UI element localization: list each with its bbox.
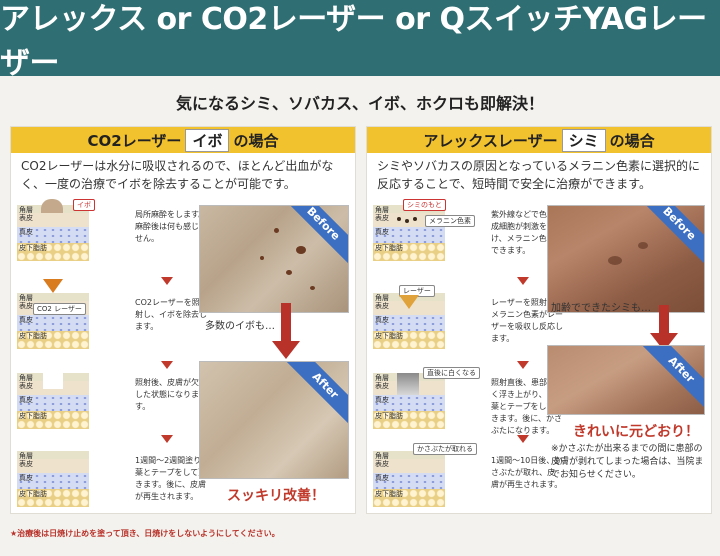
step-1: 角層 表皮 真皮 皮下脂肪 イボ 局所麻酔をします。麻酔後は何も感じません。 bbox=[17, 199, 207, 269]
laser-beam-icon bbox=[43, 279, 63, 293]
step-2: 角層 表皮 真皮 皮下脂肪 レーザー レーザーを照射時、メラニン色素がレーザーを… bbox=[373, 285, 563, 357]
layer-subcutaneous: 皮下脂肪 bbox=[17, 331, 89, 349]
layer-subcutaneous: 皮下脂肪 bbox=[17, 489, 89, 507]
down-arrow-icon bbox=[517, 435, 529, 443]
down-arrow-icon bbox=[161, 277, 173, 285]
alex-laser-panel: アレックスレーザー シミ の場合 シミやソバカスの原因となっているメラニン色素に… bbox=[366, 126, 712, 514]
panel-description: CO2レーザーは水分に吸収されるので、ほとんど出血がなく、一度の治療でイボを除去… bbox=[21, 159, 334, 191]
co2-laser-tag: CO2 レーザー bbox=[33, 303, 86, 315]
step-4: 角層 表皮 真皮 皮下脂肪 1週間〜2週間塗り薬とテープをして頂きます。後に、皮… bbox=[17, 451, 206, 515]
layer-subcutaneous: 皮下脂肪 bbox=[17, 411, 89, 429]
layer-dermis: 真皮 bbox=[17, 315, 89, 331]
result-text: きれいに元どおり！ bbox=[573, 424, 699, 440]
after-photo-spots: After bbox=[547, 345, 705, 415]
subtitle: 気になるシミ、ソバカス、イボ、ホクロも即解決！ bbox=[175, 94, 544, 113]
before-badge: Before bbox=[277, 206, 348, 270]
skin-layer-diagram: 角層 表皮 真皮 皮下脂肪 bbox=[17, 205, 89, 261]
step-3: 角層 表皮 真皮 皮下脂肪 直後に白くなる 照射直後、患部が白く浮き上がり、塗り… bbox=[373, 367, 563, 437]
co2-laser-panel: CO2レーザー イボ の場合 CO2レーザーは水分に吸収されるので、ほとんど出血… bbox=[10, 126, 356, 514]
layer-epidermis: 表皮 bbox=[17, 459, 89, 473]
layer-subcutaneous: 皮下脂肪 bbox=[373, 489, 445, 507]
skin-layer-diagram: 角層 表皮 真皮 皮下脂肪 bbox=[17, 373, 89, 429]
panel-title: アレックスレーザー シミ の場合 bbox=[367, 127, 711, 153]
layer-dermis: 真皮 bbox=[373, 473, 445, 489]
after-badge: After bbox=[279, 362, 348, 432]
step-text: CO2レーザーを照射し、イボを除去します。 bbox=[135, 298, 207, 331]
header-banner: アレックス or CO2レーザー or QスイッチYAGレーザー bbox=[0, 0, 720, 81]
footer-note: ★治療後は日焼け止めを塗って頂き、日焼けをしないようにしてください。 bbox=[10, 529, 280, 538]
panel-title-box: シミ bbox=[561, 128, 606, 152]
step-2: 角層 表皮 真皮 皮下脂肪 CO2 レーザー CO2レーザーを照射し、イボを除去… bbox=[17, 279, 207, 357]
layer-subcutaneous: 皮下脂肪 bbox=[373, 243, 445, 261]
panel-title-box: イボ bbox=[185, 128, 230, 152]
layer-horny: 角層 bbox=[17, 451, 89, 460]
layer-dermis: 真皮 bbox=[17, 395, 89, 411]
after-badge: After bbox=[635, 346, 704, 414]
layer-dermis: 真皮 bbox=[373, 315, 445, 331]
down-arrow-icon bbox=[272, 341, 300, 359]
before-caption: 多数のイボも… bbox=[205, 321, 275, 332]
layer-subcutaneous: 皮下脂肪 bbox=[373, 331, 445, 349]
layer-dermis: 真皮 bbox=[17, 473, 89, 489]
skin-defect bbox=[43, 373, 63, 389]
before-photo-spots: Before bbox=[547, 205, 705, 313]
panel-title-pre: CO2レーザー bbox=[87, 131, 182, 150]
down-arrow-icon bbox=[161, 361, 173, 369]
whitened-area bbox=[397, 373, 419, 395]
skin-layer-diagram: 角層 表皮 真皮 皮下脂肪 bbox=[17, 451, 89, 507]
spot-source-tag: シミのもと bbox=[403, 199, 446, 211]
step-text: レーザーを照射時、メラニン色素がレーザーを吸収し反応します。 bbox=[491, 298, 563, 343]
page-title: アレックス or CO2レーザー or QスイッチYAGレーザー bbox=[0, 2, 707, 81]
step-1: 角層 表皮 真皮 皮下脂肪 シミのもと メラニン色素 紫外線などで色素形成細胞が… bbox=[373, 199, 563, 269]
step-text: 1週間〜2週間塗り薬とテープをして頂きます。後に、皮膚が再生されます。 bbox=[135, 456, 207, 501]
step-3: 角層 表皮 真皮 皮下脂肪 照射後、皮膚が欠損した状態になります。 bbox=[17, 373, 207, 437]
panel-title-pre: アレックスレーザー bbox=[423, 131, 558, 150]
step-text: 局所麻酔をします。麻酔後は何も感じません。 bbox=[135, 210, 207, 243]
before-badge: Before bbox=[633, 206, 704, 270]
layer-dermis: 真皮 bbox=[373, 395, 445, 411]
step-text: 紫外線などで色素形成細胞が刺激を受け、メラニン色素ができます。 bbox=[491, 210, 563, 255]
layer-dermis: 真皮 bbox=[17, 227, 89, 243]
skin-layer-diagram: 角層 表皮 真皮 皮下脂肪 bbox=[373, 451, 445, 507]
panel-title-post: の場合 bbox=[233, 131, 279, 150]
after-photo-warts: After bbox=[199, 361, 349, 479]
step-text: 照射後、皮膚が欠損した状態になります。 bbox=[135, 378, 207, 411]
result-text: スッキリ改善！ bbox=[227, 488, 325, 504]
wart-shape bbox=[41, 199, 63, 213]
note-text: ※かさぶたが出来るまでの間に患部の皮膚が剥れてしまった場合は、当院までお知らせく… bbox=[551, 444, 704, 480]
arrow-stem bbox=[659, 305, 669, 335]
before-photo-warts: Before bbox=[199, 205, 349, 313]
layer-epidermis: 表皮 bbox=[17, 213, 89, 227]
before-caption: 加齢でできたシミも… bbox=[551, 303, 651, 314]
step-4: 角層 表皮 真皮 皮下脂肪 かさぶたが取れる 1週間〜10日後、かさぶたが取れ、… bbox=[373, 443, 562, 515]
layer-subcutaneous: 皮下脂肪 bbox=[373, 411, 445, 429]
layer-horny: 角層 bbox=[373, 451, 445, 460]
panel-title-post: の場合 bbox=[609, 131, 655, 150]
panel-description: シミやソバカスの原因となっているメラニン色素に選択的に反応することで、短時間で安… bbox=[377, 159, 701, 191]
layer-epidermis: 表皮 bbox=[373, 459, 445, 473]
skin-layer-diagram: 角層 表皮 真皮 皮下脂肪 bbox=[17, 293, 89, 349]
layer-subcutaneous: 皮下脂肪 bbox=[17, 243, 89, 261]
whiten-tag: 直後に白くなる bbox=[423, 367, 480, 379]
skin-layer-diagram: 角層 表皮 真皮 皮下脂肪 bbox=[373, 373, 445, 429]
step-text: 照射直後、患部が白く浮き上がり、塗り薬とテープをして頂きます。後に、かさぶたにな… bbox=[491, 378, 563, 435]
scab-tag: かさぶたが取れる bbox=[413, 443, 477, 455]
layer-horny: 角層 bbox=[17, 293, 89, 302]
melanin-tag: メラニン色素 bbox=[425, 215, 475, 227]
down-arrow-icon bbox=[161, 435, 173, 443]
layer-dermis: 真皮 bbox=[373, 227, 445, 243]
down-arrow-icon bbox=[517, 361, 529, 369]
panel-title: CO2レーザー イボ の場合 bbox=[11, 127, 355, 153]
step-text: 1週間〜10日後、かさぶたが取れ、皮膚が再生されます。 bbox=[491, 456, 563, 489]
down-arrow-icon bbox=[517, 277, 529, 285]
skin-layer-diagram: 角層 表皮 真皮 皮下脂肪 bbox=[373, 205, 445, 261]
arrow-stem bbox=[281, 303, 291, 343]
wart-tag: イボ bbox=[73, 199, 95, 211]
laser-beam-icon bbox=[399, 295, 419, 309]
